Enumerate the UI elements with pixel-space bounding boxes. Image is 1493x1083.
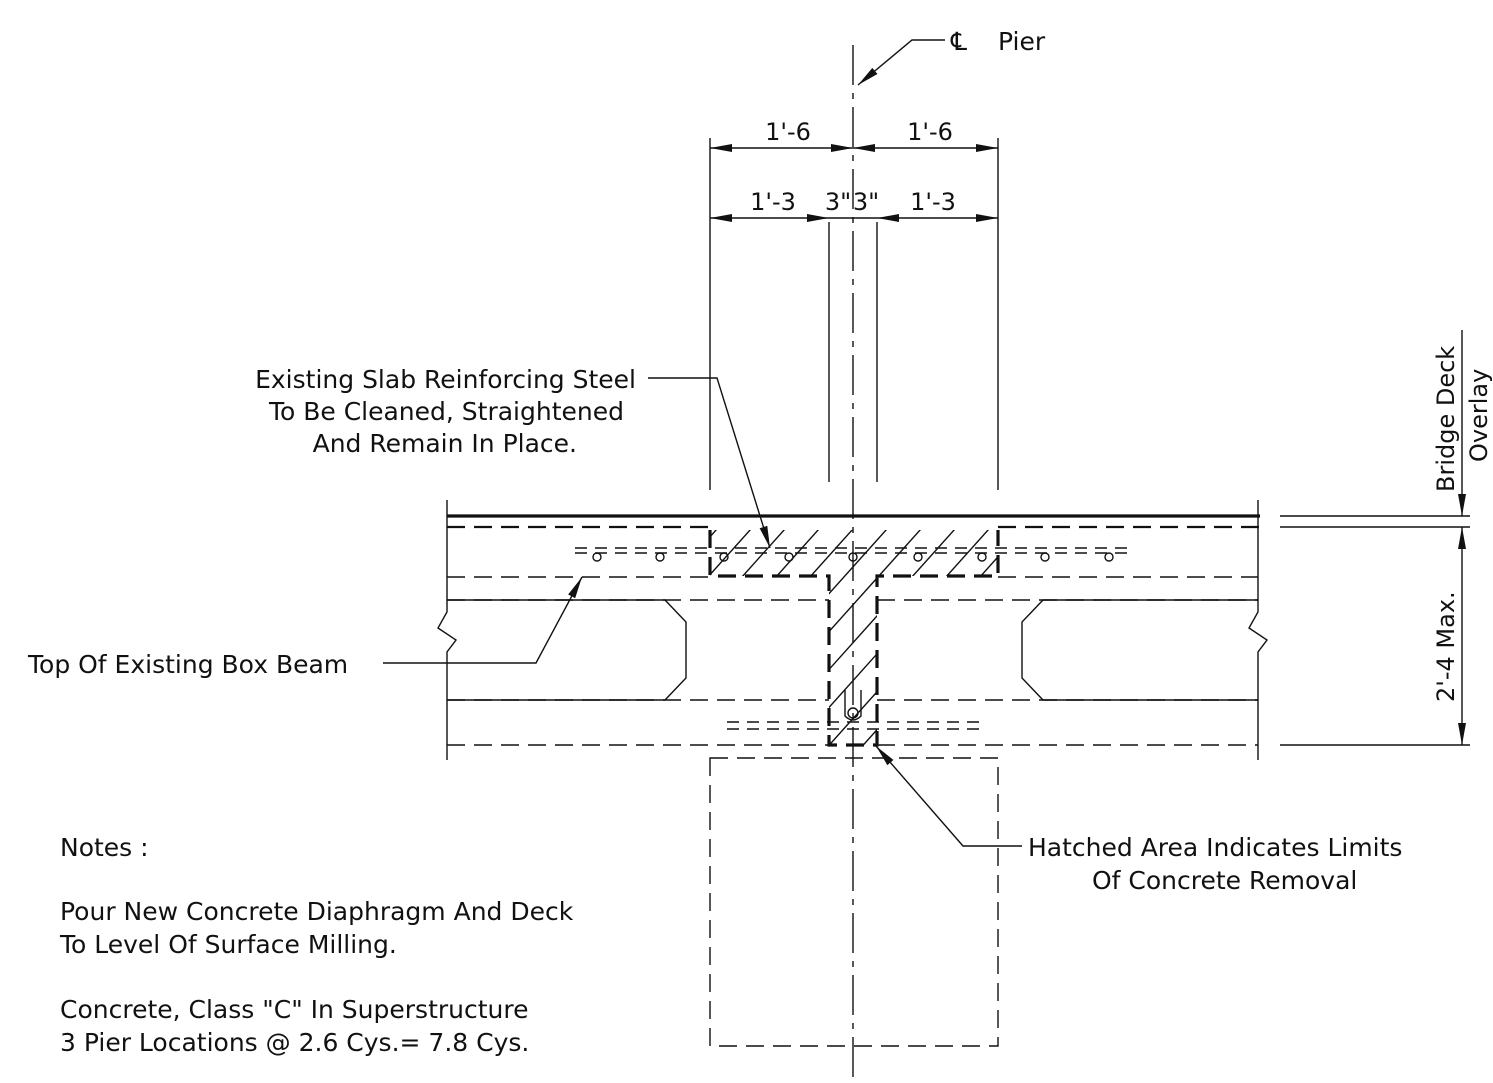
callout-rebar-line2: To Be Cleaned, Straightened — [268, 397, 624, 426]
dim-mid-center-left: 3" — [825, 188, 851, 216]
deck-section — [437, 500, 1269, 760]
callout-rebar-line1: Existing Slab Reinforcing Steel — [255, 365, 636, 394]
dim-mid-left: 1'-3 — [750, 188, 796, 216]
callout-box-beam-text: Top Of Existing Box Beam — [27, 650, 348, 679]
dim-depth: 2'-4 Max. — [1432, 591, 1460, 702]
callout-hatched-area: Hatched Area Indicates Limits Of Concret… — [875, 745, 1402, 895]
dim-top-right: 1'-6 — [907, 118, 953, 146]
dimension-row-top: 1'-6 1'-6 — [710, 118, 998, 152]
dim-mid-center-right: 3" — [853, 188, 879, 216]
centerline-symbol: ℄ — [950, 27, 967, 56]
dim-overlay-line2: Overlay — [1465, 369, 1493, 462]
notes-block: Notes : Pour New Concrete Diaphragm And … — [59, 833, 574, 1057]
dim-mid-right: 1'-3 — [910, 188, 956, 216]
dim-overlay-line1: Bridge Deck — [1432, 346, 1460, 492]
callout-rebar-line3: And Remain In Place. — [313, 429, 577, 458]
centerline-label: Pier — [998, 27, 1046, 56]
hatch-line — [710, 530, 803, 745]
note1-line2: To Level Of Surface Milling. — [59, 930, 397, 959]
callout-hatched-line1: Hatched Area Indicates Limits — [1028, 833, 1402, 862]
pier-cap-outline — [709, 757, 999, 1047]
callout-box-beam: Top Of Existing Box Beam — [27, 576, 583, 679]
dimension-vertical: Bridge Deck Overlay 2'-4 Max. — [1280, 330, 1493, 746]
bottom-rebar — [727, 690, 980, 730]
note1-line1: Pour New Concrete Diaphragm And Deck — [60, 897, 574, 926]
callout-hatched-line2: Of Concrete Removal — [1092, 866, 1357, 895]
note2-line2: 3 Pier Locations @ 2.6 Cys.= 7.8 Cys. — [60, 1028, 529, 1057]
dim-top-left: 1'-6 — [765, 118, 811, 146]
dimension-row-mid: 1'-3 3" 3" 1'-3 — [710, 188, 998, 222]
hatch-line — [710, 530, 837, 745]
hatch-line — [710, 530, 769, 745]
slab-rebar — [575, 547, 1135, 562]
hatch-line — [711, 530, 973, 745]
note2-line1: Concrete, Class "C" In Superstructure — [60, 995, 529, 1024]
extension-lines — [709, 138, 999, 490]
notes-heading: Notes : — [60, 833, 149, 862]
pier-centerline: ℄ Pier — [852, 27, 1046, 1083]
callout-slab-rebar: Existing Slab Reinforcing Steel To Be Cl… — [255, 365, 771, 549]
